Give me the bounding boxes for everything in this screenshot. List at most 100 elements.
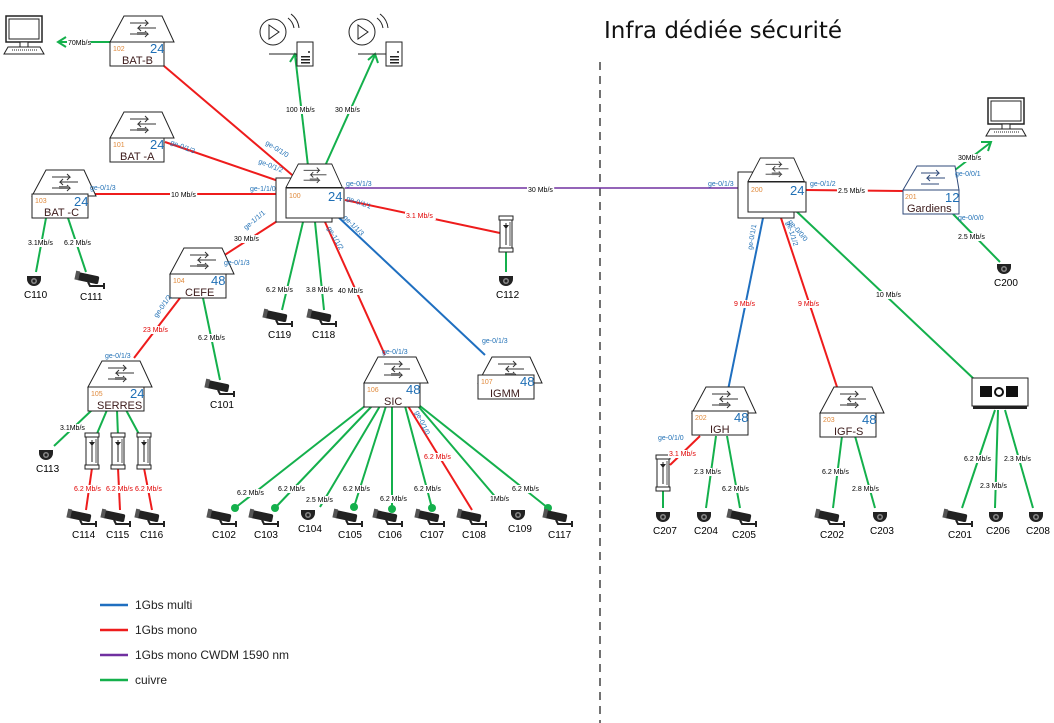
switch-cefe[interactable]: 104 48 CEFE	[169, 247, 235, 299]
switch-igmm[interactable]: 107 48 IGMM	[477, 356, 543, 400]
link-rate-label: 6.2 Mb/s	[135, 486, 162, 493]
label-bg	[197, 334, 228, 342]
switch-id: 201	[905, 194, 917, 201]
bullet-camera-icon	[65, 507, 98, 528]
bullet-camera-icon	[941, 507, 974, 528]
camera-c106[interactable]: C106	[371, 507, 404, 541]
camera-label: C101	[210, 400, 234, 411]
legend-label: 1Gbs multi	[135, 598, 192, 612]
camera-c115[interactable]: C115	[99, 507, 132, 541]
camera-c206[interactable]: C206	[986, 512, 1010, 537]
camera-c109[interactable]: C109	[508, 510, 532, 535]
camera-c203[interactable]: C203	[870, 512, 894, 537]
switch-id: 102	[113, 46, 125, 53]
switch-ports: 48	[211, 273, 225, 288]
camera-c200[interactable]: C200	[994, 264, 1018, 289]
label-bg	[821, 468, 852, 476]
bullet-camera-icon	[99, 507, 132, 528]
camera-c119[interactable]: C119	[261, 307, 294, 341]
link-rate-label: 30 Mb/s	[528, 187, 553, 194]
switch-bat-c[interactable]: 103 24 BAT -C	[31, 169, 97, 219]
camera-c113[interactable]: C113	[36, 450, 60, 475]
media-converter-icon	[136, 432, 152, 470]
camera-c202[interactable]: C202	[813, 507, 846, 541]
port-label: ge-1/1/3	[342, 214, 365, 237]
label-bg	[305, 286, 336, 294]
small-switch[interactable]	[971, 377, 1029, 409]
label-bg	[979, 482, 1010, 490]
camera-c204[interactable]: C204	[694, 512, 718, 537]
camera-c103[interactable]: C103	[247, 507, 280, 541]
port-label: ge-1/1/2	[325, 226, 344, 252]
link-rate-label: 3.1Mb/s	[28, 240, 53, 247]
switch-id: 103	[35, 198, 47, 205]
bullet-camera-icon	[413, 507, 446, 528]
camera-c102[interactable]: C102	[205, 507, 238, 541]
label-bg	[957, 233, 988, 241]
camera-label: C107	[420, 530, 444, 541]
computer-icon[interactable]	[985, 97, 1027, 137]
camera-label: C114	[72, 530, 96, 541]
link-igfs-c203	[854, 435, 876, 509]
camera-c208[interactable]: C208	[1026, 512, 1050, 537]
link-rate-label: 9 Mb/s	[734, 301, 756, 308]
camera-c111[interactable]: C111	[73, 269, 106, 303]
camera-c110[interactable]: C110	[24, 276, 48, 301]
legend-label: 1Gbs mono CWDM 1590 nm	[135, 648, 289, 662]
camera-c205[interactable]: C205	[725, 507, 758, 541]
camera-label: C109	[508, 524, 532, 535]
camera-label: C203	[870, 526, 894, 537]
switch-gardiens[interactable]: 201 12 Gardiens	[902, 165, 960, 215]
camera-c112[interactable]: C112	[496, 276, 520, 301]
switch-ports: 48	[520, 374, 534, 389]
link-rate-label: 70Mb/s	[68, 40, 91, 47]
switch-name: SERRES	[97, 400, 142, 412]
link-rate-label: 2.5 Mb/s	[838, 188, 865, 195]
camera-c116[interactable]: C116	[133, 507, 166, 541]
camera-c207[interactable]: C207	[653, 512, 677, 537]
camera-c108[interactable]: C108	[455, 507, 488, 541]
switch-bat-b[interactable]: 102 24 BAT-B	[109, 15, 175, 67]
port-label: ge-0/1/2	[257, 158, 284, 174]
switch-ports: 24	[150, 137, 164, 152]
camera-c105[interactable]: C105	[331, 507, 364, 541]
camera-c104[interactable]: C104	[298, 510, 322, 535]
switch-ports: 48	[406, 382, 420, 397]
switch-id: 105	[91, 391, 103, 398]
bullet-camera-icon	[205, 507, 238, 528]
switch-name: IGF-S	[834, 426, 863, 438]
media-server-icon[interactable]	[259, 13, 314, 67]
switch-name: IGMM	[490, 388, 520, 400]
switch-bat-a[interactable]: 101 24 BAT -A	[109, 111, 175, 163]
switch-serres[interactable]: 105 24 SERRES	[87, 360, 153, 412]
camera-c118[interactable]: C118	[305, 307, 338, 341]
computer-icon[interactable]	[3, 15, 45, 55]
camera-c101[interactable]: C101	[203, 377, 236, 411]
camera-c114[interactable]: C114	[65, 507, 98, 541]
bullet-camera-icon	[813, 507, 846, 528]
camera-label: C111	[80, 292, 103, 303]
core-switch-100[interactable]: 100 24	[275, 163, 345, 223]
link-rate-label: 2.8 Mb/s	[852, 486, 879, 493]
label-bg	[379, 495, 410, 503]
label-bg	[405, 212, 436, 220]
dome-camera-icon	[989, 512, 1003, 522]
switch-ports: 48	[862, 412, 876, 427]
label-bg	[73, 485, 104, 493]
port-label: ge-0/1/2	[810, 181, 836, 188]
camera-c117[interactable]: C117	[541, 507, 574, 541]
bullet-camera-icon	[331, 507, 364, 528]
label-bg	[721, 485, 752, 493]
camera-c107[interactable]: C107	[413, 507, 446, 541]
switch-igf-s[interactable]: 203 48 IGF-S	[819, 386, 885, 438]
link-100-c119	[281, 221, 304, 311]
label-bg	[63, 239, 94, 247]
link-rate-label: 3.1 Mb/s	[669, 451, 696, 458]
switch-sic[interactable]: 106 48 SIC	[363, 356, 429, 408]
label-bg	[305, 496, 336, 504]
switch-igh[interactable]: 202 48 IGH	[691, 386, 757, 436]
link-rate-label: 9 Mb/s	[798, 301, 820, 308]
core-switch-200[interactable]: 200 24	[737, 157, 807, 219]
camera-c201[interactable]: C201	[941, 507, 974, 541]
